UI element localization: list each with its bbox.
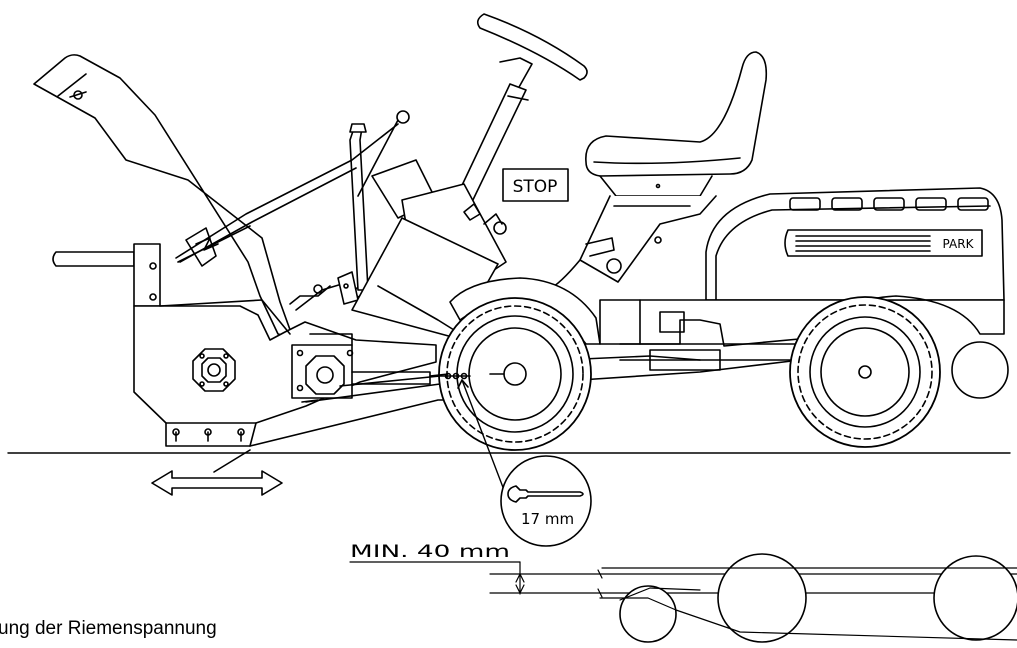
discharge-chute — [33, 54, 294, 339]
seat — [585, 51, 768, 177]
wrench-icon — [507, 485, 584, 503]
rear-wheel — [429, 297, 592, 451]
stop-label: STOP — [513, 177, 558, 197]
front-wheel — [789, 296, 941, 448]
blower-housing — [133, 305, 437, 447]
gauge-wheel — [951, 341, 1009, 399]
belt-detail: MIN. 40 mm — [349, 542, 1017, 643]
stop-placard — [502, 168, 569, 202]
wrench-size-label: 17 mm — [521, 510, 574, 528]
park-label: PARK — [943, 237, 975, 251]
figure-caption: ung der Riemenspannung — [0, 618, 217, 639]
snowblower-attachment — [33, 54, 521, 447]
steering-wheel — [476, 13, 588, 81]
wrench-callout: 17 mm — [500, 455, 592, 547]
lift-lever — [175, 110, 410, 291]
double-arrow-icon — [151, 470, 283, 496]
garden-tractor: STOP PARK — [351, 13, 1009, 451]
min-gap-label: MIN. 40 mm — [350, 542, 510, 562]
